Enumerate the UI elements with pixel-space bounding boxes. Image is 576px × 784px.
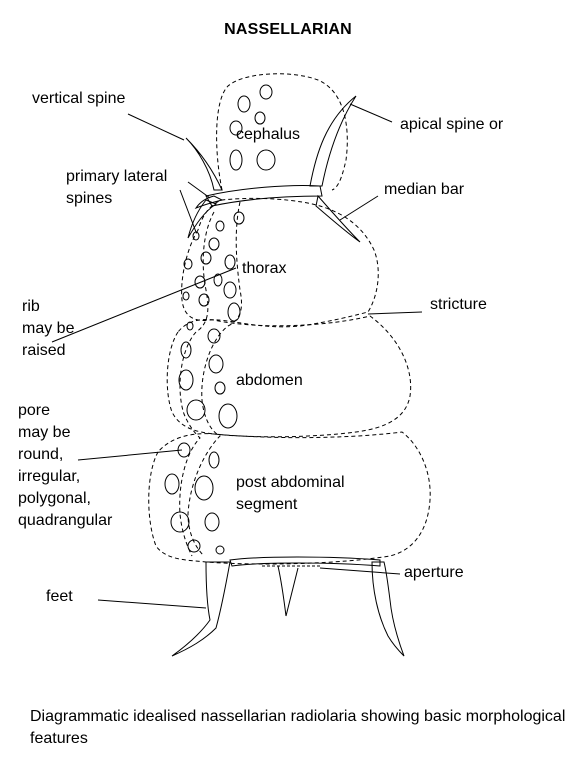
rib-line xyxy=(187,201,242,557)
median-bar xyxy=(205,184,323,207)
rib-line-outer xyxy=(179,211,215,557)
median-bar-spine xyxy=(315,194,361,243)
pointer-rib xyxy=(51,267,237,343)
caption: Diagrammatic idealised nassellarian radi… xyxy=(30,708,566,747)
label-apical-spine: apical spine or xyxy=(400,116,504,133)
pointer-feet xyxy=(97,599,207,609)
cephalus-outline xyxy=(216,73,348,191)
apical-spine xyxy=(309,95,357,187)
aperture-rim xyxy=(229,556,381,567)
label-rib: rib may be raised xyxy=(22,298,75,359)
pointer-median-bar xyxy=(339,195,379,221)
label-thorax: thorax xyxy=(242,260,287,277)
post-abdominal-outline xyxy=(148,431,431,565)
label-abdomen: abdomen xyxy=(236,372,303,389)
label-stricture: stricture xyxy=(430,296,487,313)
label-aperture: aperture xyxy=(404,564,464,581)
label-post-abdominal-segment: post abdominal segment xyxy=(236,474,345,513)
abdomen-outline xyxy=(166,315,412,438)
primary-lateral-spine-2 xyxy=(194,195,224,210)
label-primary-lateral-spines: primary lateral spines xyxy=(66,168,168,207)
label-vertical-spine: vertical spine xyxy=(32,90,126,107)
label-pore: pore may be round, irregular, polygonal,… xyxy=(18,402,113,529)
label-median-bar: median bar xyxy=(384,181,465,198)
vertical-spine xyxy=(185,137,223,191)
page-title: NASSELLARIAN xyxy=(224,21,352,38)
pointer-apical-spine xyxy=(349,103,393,123)
pores xyxy=(164,84,276,555)
foot-right xyxy=(371,561,405,657)
pointer-vertical-spine xyxy=(127,113,185,141)
pointer-pore xyxy=(77,449,183,461)
pointer-primary-lateral-2 xyxy=(179,189,197,233)
label-feet: feet xyxy=(46,588,73,605)
pointer-primary-lateral xyxy=(187,181,211,199)
central-spine xyxy=(277,565,299,617)
pointer-aperture xyxy=(319,567,401,575)
pointer-stricture xyxy=(367,311,423,315)
foot-left xyxy=(171,561,231,657)
label-cephalus: cephalus xyxy=(236,126,301,143)
primary-lateral-spine-1 xyxy=(187,199,218,239)
